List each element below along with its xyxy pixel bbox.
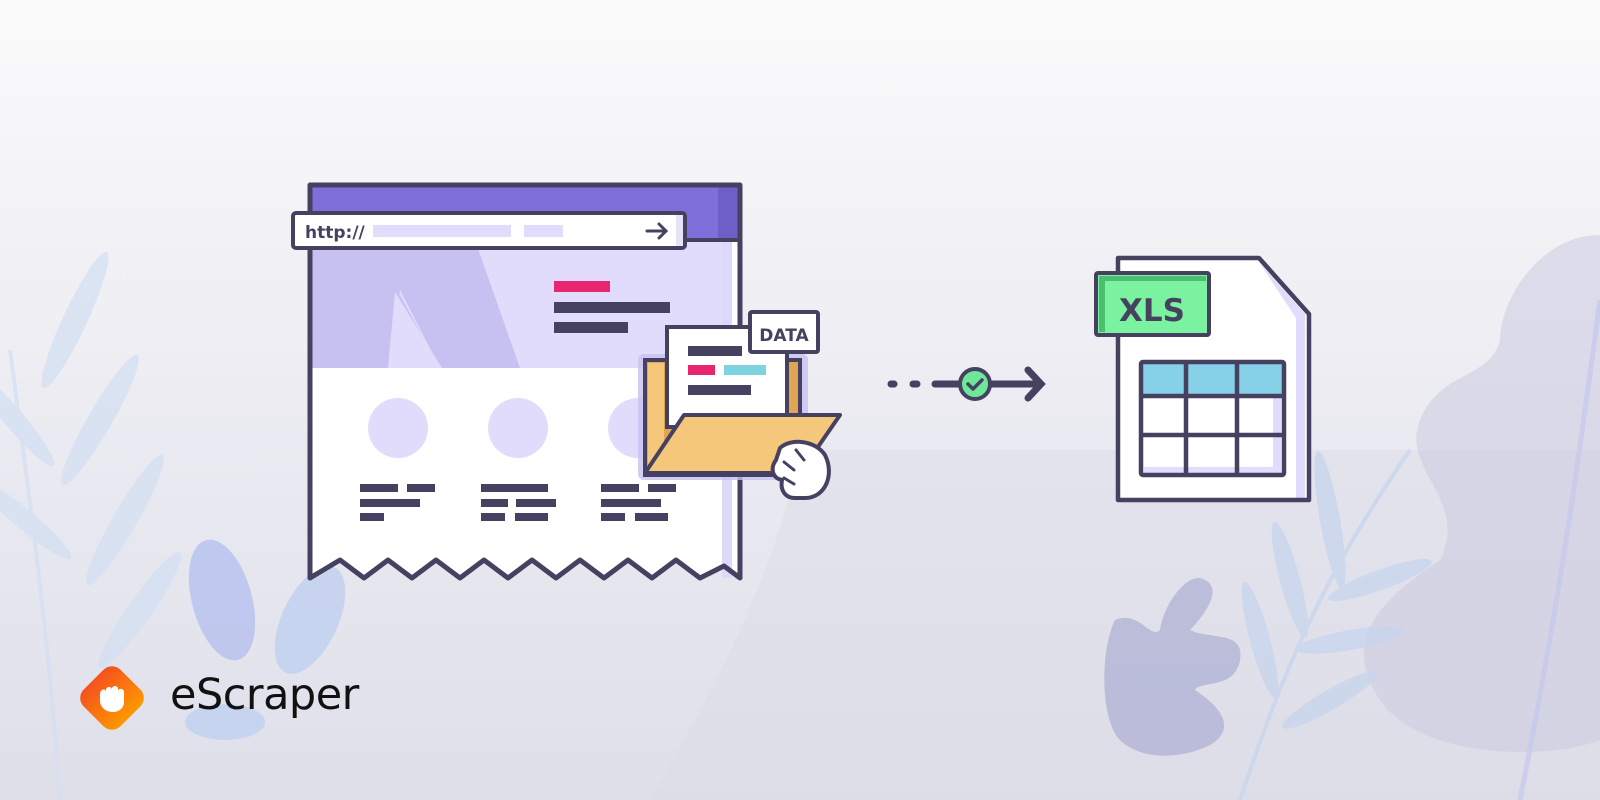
hand-grab-icon [770,439,831,500]
url-prefix: http:// [305,223,366,243]
oak-leaf-icon [1104,578,1241,756]
logo-mark [72,658,152,738]
brand-logo[interactable]: eScraper [72,658,359,738]
arrow-right-icon [645,222,669,240]
xls-badge-label: XLS [1119,293,1185,329]
fern-left-icon [0,251,182,800]
hand-grab-icon [100,686,124,712]
leaves-left-icon [185,539,346,740]
data-tag-label: DATA [759,326,809,346]
check-circle-icon [958,367,992,401]
brand-name: eScraper [170,670,359,720]
fern-right-icon [1238,448,1432,800]
blob-right-icon [1363,235,1600,752]
